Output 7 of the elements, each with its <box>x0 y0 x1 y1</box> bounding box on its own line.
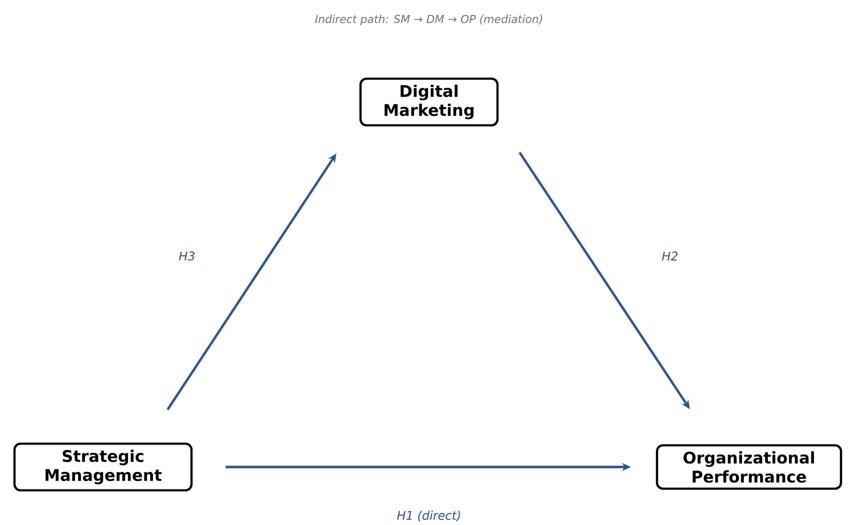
concept-box: Strategic Management <box>13 442 193 492</box>
edge-label: H1 (direct) <box>397 510 460 522</box>
edge-label: H3 <box>179 251 195 261</box>
title: Indirect path: SM → DM → OP (mediation) <box>315 14 542 26</box>
edge-label: H2 <box>662 252 678 260</box>
concept-box: Digital Marketing <box>359 78 499 126</box>
concept-box: Organizational Performance <box>656 444 842 490</box>
